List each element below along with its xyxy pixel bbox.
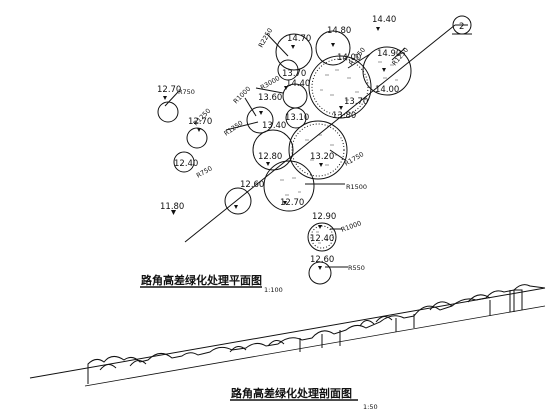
- radius-label: R1500: [346, 183, 367, 191]
- tree-circle: [288, 120, 348, 180]
- planting-texture: [280, 61, 398, 244]
- plan-scale: 1:100: [264, 286, 283, 294]
- section-wall-segment: [299, 330, 341, 352]
- tree-circle: [186, 127, 208, 149]
- elevation-labels: 14.70 14.80 14.40 14.90 14.00 14.00 13.7…: [157, 15, 401, 265]
- tree-circle: [246, 106, 274, 134]
- section-scale: 1:50: [363, 403, 378, 411]
- tree-circle: [277, 59, 299, 81]
- tree-circle: [315, 30, 351, 66]
- plan-title: 路角高差绿化处理平面图: [141, 273, 262, 287]
- plan-boundary-line: [184, 24, 456, 243]
- tree-circle: [173, 151, 195, 173]
- tree-circle: [308, 261, 332, 285]
- radius-label: R2250: [257, 27, 274, 49]
- radius-label: R1000: [232, 85, 253, 106]
- section-wall-segment: [489, 289, 523, 316]
- elevation-markers: [163, 27, 386, 270]
- elevation-label: 12.70: [280, 198, 304, 208]
- radius-leader: [255, 87, 284, 94]
- radius-labels: R2250 R1750 R1250 R3000 R750 R1000 R1250…: [178, 27, 410, 272]
- section-shrub: [359, 294, 491, 327]
- tree-circle: [291, 123, 345, 177]
- elevation-label: 13.80: [332, 111, 356, 121]
- tree-circle: [263, 160, 315, 212]
- section-view: [29, 284, 546, 401]
- radius-label: R550: [348, 264, 365, 272]
- section-shrub: [99, 340, 285, 371]
- elevation-label: 13.70: [344, 97, 368, 107]
- elevation-label: 13.20: [310, 152, 334, 162]
- tree-circle: [285, 107, 307, 129]
- elevation-label: 12.60: [310, 255, 334, 265]
- radius-leader: [225, 121, 259, 131]
- elevation-label: 12.60: [240, 180, 264, 190]
- elevation-label: 14.80: [327, 26, 351, 36]
- elevation-label: 12.70: [188, 117, 212, 127]
- radius-label: R1250: [223, 119, 245, 138]
- radius-leader: [391, 47, 406, 61]
- elevation-label: 13.10: [285, 113, 309, 123]
- elevation-label: 13.40: [262, 121, 286, 131]
- tree-circle: [275, 33, 313, 71]
- elevation-label: 12.40: [310, 234, 334, 244]
- radius-leader: [164, 91, 179, 107]
- tree-circle: [307, 222, 337, 252]
- radius-label: R1750: [343, 150, 365, 167]
- radius-label: R3000: [259, 74, 281, 91]
- elevation-label: 12.90: [312, 212, 336, 222]
- radius-leader: [266, 33, 289, 57]
- elevation-label: 11.80: [160, 202, 184, 212]
- tree-circle: [157, 101, 179, 123]
- elevation-label: 14.00: [337, 53, 361, 63]
- tree-circle: [224, 187, 252, 215]
- elevation-label: 12.80: [258, 152, 282, 162]
- section-ground-line: [29, 287, 546, 379]
- elevation-label: 14.70: [287, 34, 311, 44]
- elevation-label: 14.40: [372, 15, 396, 25]
- elevation-label: 14.90: [377, 49, 401, 59]
- tree-circle: [310, 225, 334, 249]
- radius-label: R1000: [340, 219, 363, 234]
- tree-circle: [308, 55, 372, 119]
- tree-circle: [362, 46, 412, 96]
- tree-circle: [311, 58, 369, 116]
- elevation-label: 12.70: [157, 85, 181, 95]
- plan-view: [140, 15, 472, 288]
- elevation-label: 13.60: [258, 93, 282, 103]
- elevation-label: 12.40: [174, 159, 198, 169]
- section-wall-segment: [395, 314, 415, 332]
- elevation-label: 14.00: [375, 85, 399, 95]
- radius-label: R750: [178, 88, 195, 96]
- section-planting-outline: [87, 284, 546, 384]
- radius-leader: [347, 53, 371, 69]
- radius-leader: [244, 97, 257, 117]
- elevation-label: 13.70: [282, 69, 306, 79]
- section-ground-line-2: [84, 305, 546, 387]
- elevation-label: 14.40: [286, 79, 310, 89]
- section-title: 路角高差绿化处理剖面图: [231, 386, 352, 400]
- axis-marker-label: 2: [459, 22, 464, 32]
- tree-circle: [252, 129, 294, 171]
